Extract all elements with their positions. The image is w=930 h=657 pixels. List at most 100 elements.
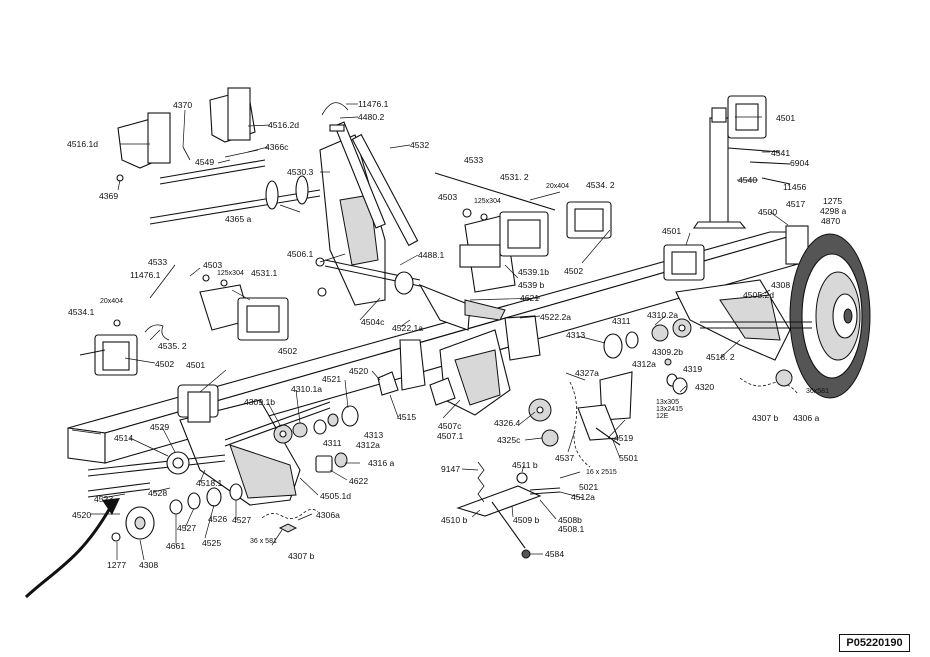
top-left-mounts <box>116 87 321 225</box>
label: 4512a <box>571 492 595 502</box>
label: 4501 <box>776 113 795 123</box>
label: 4534. 2 <box>586 180 615 190</box>
wheel <box>789 233 871 399</box>
label: 4517 <box>786 199 805 209</box>
label: 4365 a <box>225 214 252 224</box>
reference-code: P05220190 <box>839 634 910 652</box>
label: 4309.2b <box>652 347 683 357</box>
label: 4369 <box>99 191 118 201</box>
label: 4535. 2 <box>158 341 187 351</box>
label: 4532 <box>410 140 429 150</box>
label: 4534.1 <box>68 307 95 317</box>
label: 4622 <box>349 476 368 486</box>
label: 4539.1b <box>518 267 549 277</box>
label: 4507c <box>438 421 462 431</box>
label: 4316 a <box>368 458 395 468</box>
label: 4307 b <box>752 413 779 423</box>
label: 4507.1 <box>437 431 464 441</box>
label: 6904 <box>790 158 809 168</box>
center-arms-plates <box>315 102 612 416</box>
label: 4530.3 <box>287 167 314 177</box>
label: 4313 <box>364 430 383 440</box>
label: 125x304 <box>474 198 501 205</box>
label: 4501 <box>186 360 205 370</box>
label: 4505.1d <box>320 491 351 501</box>
label: 4523 <box>94 494 113 504</box>
label: 4516.1d <box>67 139 98 149</box>
label: 4502 <box>564 266 583 276</box>
label: 4539 b <box>518 280 545 290</box>
label: 4319 <box>683 364 702 374</box>
label: 5021 <box>579 482 598 492</box>
label: 4521 <box>322 374 341 384</box>
label: 4508b <box>558 515 582 525</box>
label: 4537 <box>555 453 574 463</box>
label: 4518.1 <box>196 478 223 488</box>
label: 16 x 2515 <box>586 469 617 476</box>
label: 4508.1 <box>558 524 585 534</box>
label: 11476.1 <box>130 270 161 280</box>
label: 4306a <box>316 510 340 520</box>
label: 11456 <box>783 182 806 192</box>
label: 4310.1a <box>291 384 322 394</box>
label: 9147 <box>441 464 460 474</box>
label: 4509 b <box>513 515 540 525</box>
label: 4366c <box>265 142 289 152</box>
label: 4540 <box>738 175 757 185</box>
label: 5501 <box>619 453 638 463</box>
label: 4510 b <box>441 515 468 525</box>
label: 20x404 <box>100 298 123 305</box>
label: 4526 <box>208 514 227 524</box>
label: 4298 a <box>820 206 847 216</box>
label: 4325c <box>497 435 521 445</box>
label: 4309.1b <box>244 397 275 407</box>
label: 4529 <box>150 422 169 432</box>
label: 4500 <box>758 207 777 217</box>
label: 4501 <box>662 226 681 236</box>
label: 4522.2a <box>540 312 571 322</box>
label: 4312a <box>632 359 656 369</box>
label: 4533 <box>148 257 167 267</box>
label: 4308 <box>139 560 158 570</box>
label: 4503 <box>438 192 457 202</box>
label: 4516.2d <box>268 120 299 130</box>
right-assembly <box>603 95 871 399</box>
label: 4527 <box>177 523 196 533</box>
label: 4502 <box>278 346 297 356</box>
label: 4531.1 <box>251 268 278 278</box>
label: 4320 <box>695 382 714 392</box>
label: 4520 <box>349 366 368 376</box>
label: 4525 <box>202 538 221 548</box>
part-labels: 4516.1d 4370 4516.2d 4549 4366c 4369 436… <box>67 99 847 570</box>
label: 11476.1 <box>358 99 389 109</box>
label: 4307 b <box>288 551 315 561</box>
label: 4310.2a <box>647 310 678 320</box>
pointer-arrow <box>24 507 112 599</box>
label: 4520 <box>72 510 91 520</box>
label: 4661 <box>166 541 185 551</box>
label: 4311 <box>323 438 342 448</box>
label: 4522.1a <box>392 323 423 333</box>
label: 4511 b <box>512 460 538 470</box>
label: 4527 <box>232 515 251 525</box>
label: 4502 <box>155 359 174 369</box>
label: 4312a <box>356 440 380 450</box>
label: 12E <box>656 413 669 420</box>
center-lower-drive <box>456 371 633 559</box>
label: 4531. 2 <box>500 172 529 182</box>
label: 4370 <box>173 100 192 110</box>
label: 4311 <box>612 316 631 326</box>
label: 4584 <box>545 549 564 559</box>
label: 4549 <box>195 157 214 167</box>
label: 4621 <box>520 293 539 303</box>
label: 13x2415 <box>656 406 683 413</box>
arrow-head <box>102 498 120 515</box>
label: 4515 <box>397 412 416 422</box>
label: 36 x 581 <box>250 538 277 545</box>
label: 4504c <box>361 317 385 327</box>
leader-lines <box>90 103 789 561</box>
label: 4533 <box>464 155 483 165</box>
label: 13x305 <box>656 399 679 406</box>
